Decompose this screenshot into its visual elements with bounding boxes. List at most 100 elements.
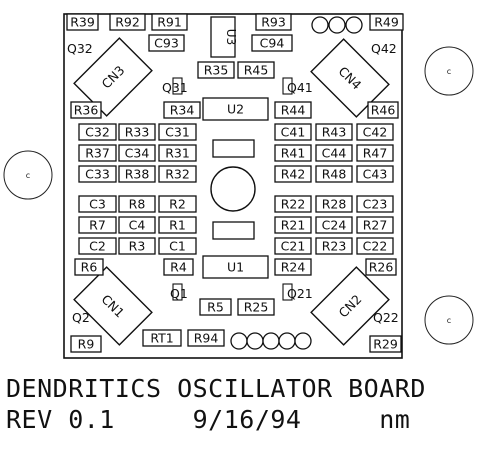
part-r35: R35	[197, 61, 235, 79]
part-label: R91	[157, 15, 182, 30]
part-r42: R42	[274, 165, 312, 183]
part-label: R48	[322, 167, 347, 182]
part-c4: C4	[118, 216, 156, 234]
part-label: R36	[74, 103, 99, 118]
part-label: R4	[170, 260, 187, 275]
part-label: R24	[281, 260, 306, 275]
part-label: R94	[194, 331, 219, 346]
label-q42: Q42	[371, 41, 397, 56]
transistor-q1-body	[172, 283, 183, 301]
part-r45: R45	[237, 61, 275, 79]
part-label: R49	[374, 15, 399, 30]
part-label: C2	[89, 239, 106, 254]
label-q32: Q32	[67, 41, 93, 56]
part-label: R47	[363, 146, 388, 161]
part-label: C31	[165, 125, 190, 140]
part-label: R27	[363, 218, 388, 233]
part-label: C44	[322, 146, 347, 161]
part-label: R5	[207, 300, 224, 315]
part-label: R23	[322, 239, 347, 254]
part-label: R33	[125, 125, 150, 140]
label-q31: Q31	[162, 80, 188, 95]
connector-cn3: CN3	[73, 37, 153, 117]
part-r6: R6	[74, 258, 104, 276]
part-c24: C24	[315, 216, 353, 234]
part-label: R45	[244, 63, 269, 78]
part-r94: R94	[187, 329, 225, 347]
part-label: C22	[363, 239, 388, 254]
label-q21: Q21	[287, 286, 313, 301]
part-label: C3	[89, 197, 106, 212]
part-label: R38	[125, 167, 150, 182]
part-label: R44	[281, 103, 306, 118]
part-r37: R37	[78, 144, 117, 162]
part-label: C41	[281, 125, 306, 140]
part-label: R93	[261, 15, 286, 30]
mount-hole-label: c	[26, 171, 30, 180]
part-r33: R33	[118, 123, 156, 141]
part-label: C23	[363, 197, 388, 212]
part-r2: R2	[158, 195, 197, 213]
part-c34: C34	[118, 144, 156, 162]
part-r1: R1	[158, 216, 197, 234]
part-label: U1	[227, 260, 244, 275]
part-r43: R43	[315, 123, 353, 141]
part-c33: C33	[78, 165, 117, 183]
part-label: R39	[70, 15, 95, 30]
part-r22: R22	[274, 195, 312, 213]
part-label: R42	[281, 167, 306, 182]
part-c43: C43	[356, 165, 394, 183]
part-label: C94	[260, 36, 285, 51]
part-r34: R34	[163, 101, 201, 119]
part-label: R46	[371, 103, 396, 118]
transistor-q21-body	[282, 283, 293, 301]
board-outline	[63, 13, 403, 359]
part-c94: C94	[251, 34, 293, 52]
part-r7: R7	[78, 216, 117, 234]
center-pad-lower	[212, 221, 255, 240]
part-r39: R39	[66, 13, 99, 31]
connector-cn2: CN2	[310, 266, 390, 346]
author-initials: nm	[379, 405, 411, 434]
part-c22: C22	[356, 237, 394, 255]
part-label: R8	[129, 197, 146, 212]
part-r44: R44	[274, 101, 312, 119]
connector-cn4: CN4	[310, 38, 390, 118]
part-label: R92	[115, 15, 140, 30]
part-r4: R4	[163, 258, 194, 276]
center-pad-upper	[212, 139, 255, 158]
part-label: R32	[165, 167, 190, 182]
mount-hole-right-top: c	[424, 46, 474, 96]
part-label: C1	[169, 239, 186, 254]
part-label: R31	[165, 146, 190, 161]
part-r38: R38	[118, 165, 156, 183]
part-r9: R9	[70, 335, 102, 353]
label-q22: Q22	[373, 310, 399, 325]
revision-line: REV 0.1 9/16/94 nm	[6, 405, 410, 434]
part-u1: U1	[202, 255, 269, 279]
part-r21: R21	[274, 216, 312, 234]
part-r91: R91	[151, 13, 188, 31]
part-label: C4	[129, 218, 146, 233]
part-c2: C2	[78, 237, 117, 255]
part-r32: R32	[158, 165, 197, 183]
part-c23: C23	[356, 195, 394, 213]
part-r23: R23	[315, 237, 353, 255]
mount-hole-left: c	[3, 150, 53, 200]
part-label: R43	[322, 125, 347, 140]
part-r29: R29	[369, 335, 402, 353]
part-r36: R36	[70, 101, 102, 119]
part-r27: R27	[356, 216, 394, 234]
part-r3: R3	[118, 237, 156, 255]
part-label: C42	[363, 125, 388, 140]
mount-hole-label: c	[447, 316, 451, 325]
part-label: C33	[85, 167, 110, 182]
part-label: C21	[281, 239, 306, 254]
part-label: R1	[169, 218, 186, 233]
part-c31: C31	[158, 123, 197, 141]
part-u2: U2	[202, 97, 269, 121]
part-label: R2	[169, 197, 186, 212]
pad-row-bottom	[230, 332, 312, 350]
part-r41: R41	[274, 144, 312, 162]
